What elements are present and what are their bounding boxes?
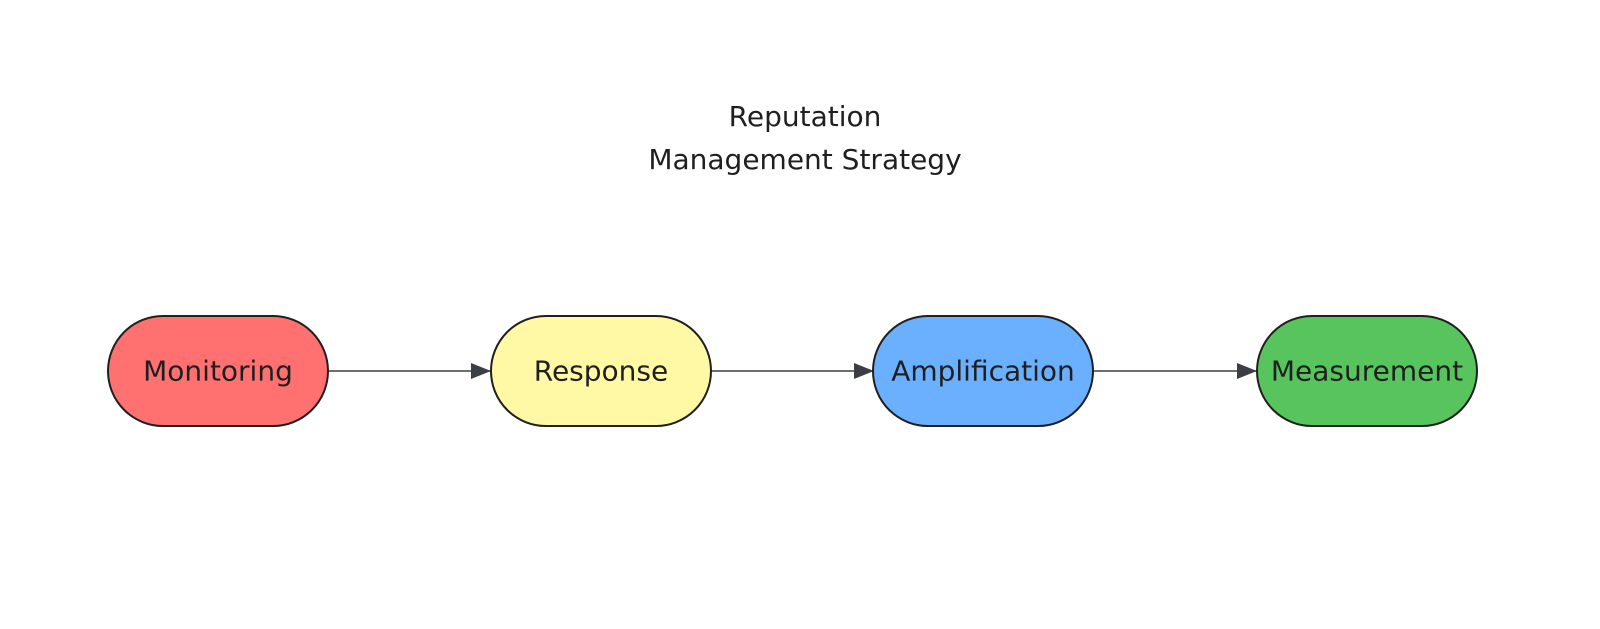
node-amplification-label: Amplification xyxy=(891,355,1075,388)
node-measurement-label: Measurement xyxy=(1271,355,1463,388)
node-amplification: Amplification xyxy=(872,315,1094,427)
node-response-shape xyxy=(490,315,712,427)
node-response-label: Response xyxy=(534,355,668,388)
node-measurement-shape xyxy=(1256,315,1478,427)
node-monitoring-shape xyxy=(107,315,329,427)
node-response: Response xyxy=(490,315,712,427)
diagram-title-line1: Reputation xyxy=(728,100,882,133)
node-amplification-shape xyxy=(872,315,1094,427)
node-measurement: Measurement xyxy=(1256,315,1478,427)
node-monitoring-label: Monitoring xyxy=(143,355,293,388)
node-monitoring: Monitoring xyxy=(107,315,329,427)
diagram-title-line2: Management Strategy xyxy=(648,143,962,176)
